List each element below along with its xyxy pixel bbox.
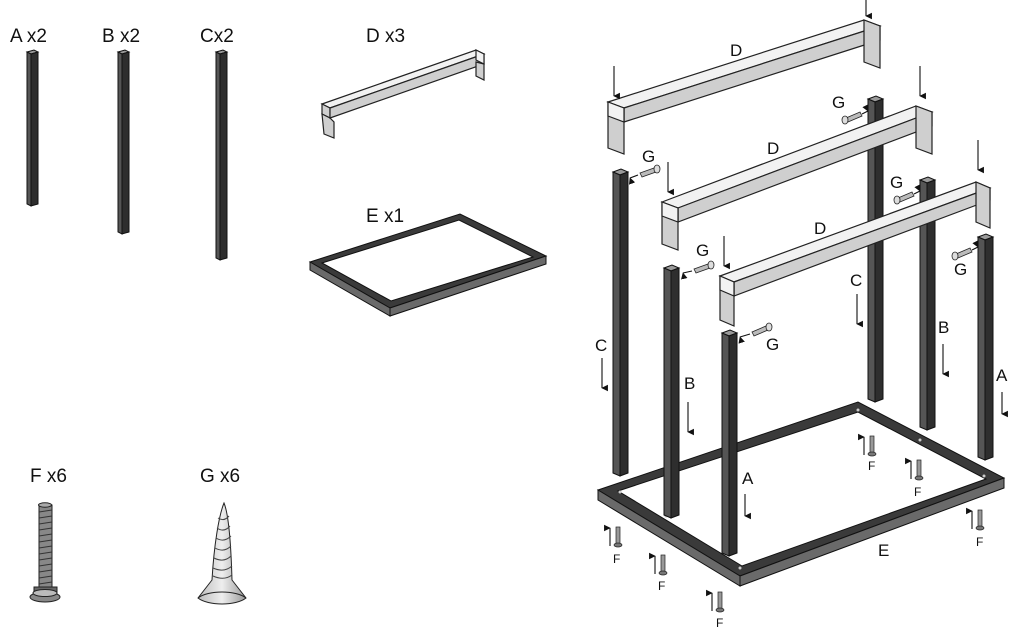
bolt-f-5-label: F (914, 485, 921, 499)
screw-g-3: G (681, 241, 715, 280)
screw-g-3-label: G (696, 241, 709, 260)
part-d: D x3 (320, 26, 486, 139)
assembly-leg-b-left: B (662, 264, 695, 519)
assembly-leg-b-right-label: B (938, 318, 949, 337)
screw-g-4: G (890, 173, 921, 205)
assembly-leg-b-left-label: B (684, 374, 695, 393)
assembly-bar-d-3: D (718, 140, 992, 327)
assembly-bar-d-2-label: D (767, 139, 779, 158)
screw-g-2-label: G (832, 93, 845, 112)
bolt-f-1-label: F (613, 552, 620, 566)
bolt-f-6: F (966, 507, 985, 549)
assembly-leg-c-left: C (595, 168, 630, 477)
assembly-bar-d-1: D (606, 0, 882, 155)
assembly-bar-d-1-label: D (730, 41, 742, 60)
assembly-frame-e: E (596, 401, 1006, 587)
assembly-leg-c-right: C (850, 95, 885, 403)
part-c: Cx2 (200, 26, 234, 261)
part-f-label: F x6 (30, 466, 67, 487)
part-d-label: D x3 (366, 26, 405, 47)
assembly-leg-a-left: A (720, 329, 754, 557)
screw-g-4-label: G (890, 173, 903, 192)
bolt-f-5: F (905, 457, 924, 499)
part-c-label: Cx2 (200, 26, 234, 47)
bolt-f-4-label: F (868, 459, 875, 473)
bolt-f-3-label: F (716, 616, 723, 630)
bolt-f-3: F (706, 589, 725, 630)
assembly-bar-d-2: D (660, 66, 934, 251)
assembly-frame-e-label: E (878, 541, 889, 560)
assembly-leg-a-right-label: A (996, 366, 1008, 385)
part-e: E x1 (308, 206, 548, 317)
assembly-leg-a-right: A (976, 233, 1008, 461)
screw-g-1-label: G (642, 147, 655, 166)
part-g: G x6 (197, 466, 247, 605)
assembly-view: E C C B B (595, 0, 1008, 630)
assembly-leg-a-left-label: A (742, 469, 754, 488)
assembly-leg-b-right: B (918, 176, 949, 431)
bolt-f-2: F (649, 552, 668, 593)
screw-g-6: G (951, 240, 979, 279)
screw-g-5-label: G (766, 335, 779, 354)
screw-g-5: G (738, 322, 779, 354)
assembly-bar-d-3-label: D (814, 219, 826, 238)
bolt-f-1: F (604, 524, 623, 566)
assembly-leg-c-left-label: C (595, 336, 607, 355)
part-a: A x2 (10, 26, 47, 207)
part-e-label: E x1 (366, 206, 404, 227)
bolt-f-2-label: F (658, 579, 665, 593)
screw-g-6-label: G (954, 260, 967, 279)
part-f: F x6 (29, 466, 67, 603)
bolt-f-6-label: F (976, 535, 983, 549)
screw-g-2: G (832, 93, 869, 125)
assembly-screws-g: G G G G (628, 93, 979, 354)
bolt-f-4: F (858, 433, 877, 473)
part-b-label: B x2 (102, 26, 140, 47)
part-a-label: A x2 (10, 26, 47, 47)
screw-g-1: G (628, 147, 661, 185)
assembly-bolts-f: F F F F (604, 433, 985, 630)
part-g-label: G x6 (200, 466, 240, 487)
parts-list: A x2 B x2 Cx2 D x3 (10, 26, 548, 605)
assembly-leg-c-right-label: C (850, 271, 862, 290)
part-b: B x2 (102, 26, 140, 235)
